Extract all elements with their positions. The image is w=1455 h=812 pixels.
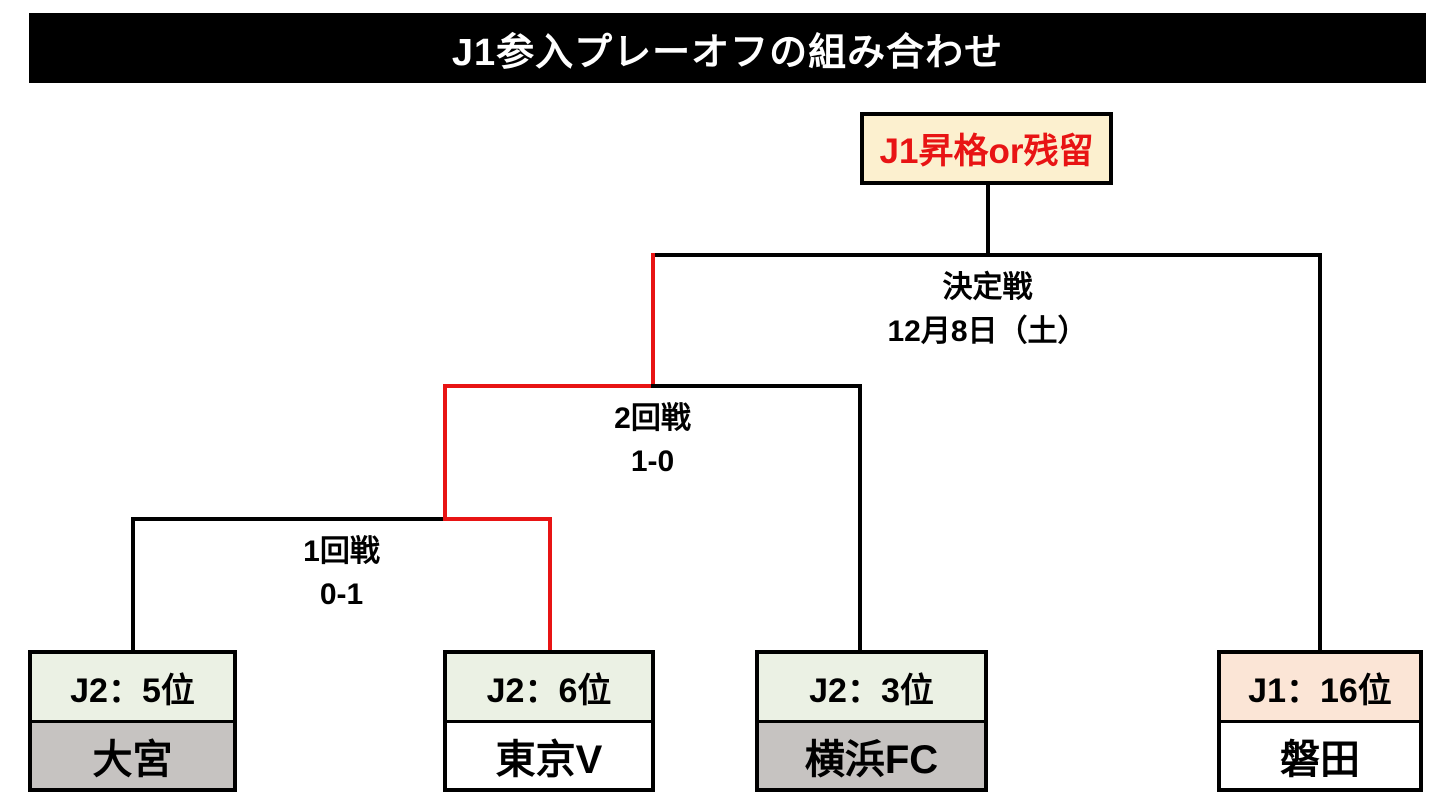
- final-round-date: 12月8日（土）: [887, 315, 1088, 348]
- round2-label: 2回戦: [614, 402, 691, 435]
- team-rank: J1：16位: [1221, 654, 1419, 723]
- team-rank: J2：3位: [759, 654, 984, 723]
- final-right-leg-line: [1318, 253, 1322, 652]
- round1-label: 1回戦: [303, 535, 380, 568]
- round2-horizontal-line: [651, 384, 862, 388]
- final-horizontal-line: [651, 253, 1322, 257]
- team-name: 磐田: [1221, 723, 1419, 788]
- round2-score: 1-0: [630, 445, 675, 478]
- team-name: 大宮: [32, 723, 233, 788]
- page-title: J1参入プレーオフの組み合わせ: [29, 13, 1426, 83]
- round2-horizontal-winner-path: [443, 384, 655, 388]
- round1-horizontal-line: [131, 517, 447, 521]
- team-rank: J2：6位: [447, 654, 651, 723]
- final-result-box: J1昇格or残留: [860, 112, 1113, 185]
- team-name: 東京V: [447, 723, 651, 788]
- connector-result-line: [986, 185, 990, 257]
- round2-left-leg-winner-path: [443, 384, 447, 521]
- team-box-omiya: J2：5位 大宮: [28, 650, 237, 792]
- team-box-tokyo-v: J2：6位 東京V: [443, 650, 655, 792]
- final-left-leg-winner-path: [651, 253, 655, 388]
- round1-score: 0-1: [319, 578, 364, 611]
- round1-right-leg-winner-path: [548, 517, 552, 652]
- team-name: 横浜FC: [759, 723, 984, 788]
- round1-left-leg-line: [131, 517, 135, 652]
- team-rank: J2：5位: [32, 654, 233, 723]
- team-box-yokohama-fc: J2：3位 横浜FC: [755, 650, 988, 792]
- round2-right-leg-line: [858, 384, 862, 652]
- final-round-label: 決定戦: [942, 271, 1033, 304]
- team-box-iwata: J1：16位 磐田: [1217, 650, 1423, 792]
- round1-horizontal-winner-path: [443, 517, 552, 521]
